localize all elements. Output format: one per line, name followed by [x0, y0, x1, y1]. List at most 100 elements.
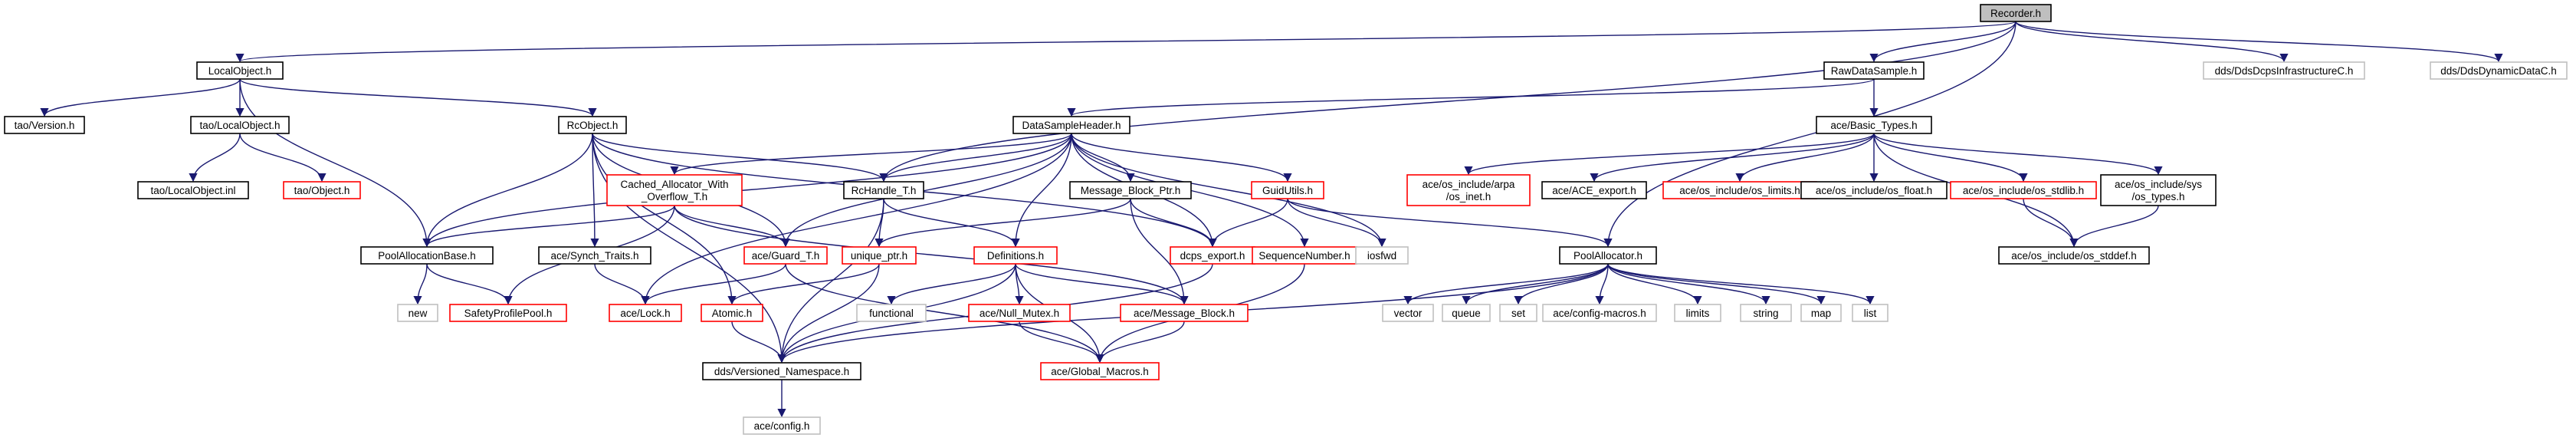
node-functional: functional [856, 304, 927, 322]
node-label-vector: vector [1394, 308, 1423, 319]
node-localobject[interactable]: LocalObject.h [196, 61, 284, 80]
node-globalmacros[interactable]: ace/Global_Macros.h [1040, 362, 1160, 380]
node-rawdatasample[interactable]: RawDataSample.h [1823, 61, 1925, 80]
node-rcobject[interactable]: RcObject.h [558, 116, 627, 134]
node-set: set [1499, 304, 1537, 322]
node-aceexport[interactable]: ace/ACE_export.h [1541, 181, 1647, 199]
node-box-atomic [701, 304, 763, 322]
edge-definitions-to-functional [887, 263, 1016, 305]
node-label-string: string [1753, 308, 1778, 319]
node-uniqueptr[interactable]: unique_ptr.h [842, 246, 917, 265]
node-label-localobject: LocalObject.h [208, 65, 272, 77]
node-poolallocbase[interactable]: PoolAllocationBase.h [360, 246, 494, 265]
node-list: list [1852, 304, 1889, 322]
node-box-datasampleheader [1012, 116, 1130, 134]
edge-synchtraits-to-acelock [594, 263, 650, 305]
edge-guidutils-to-dcpsexport [1208, 198, 1288, 248]
node-box-ddsdcpsinfra [2203, 61, 2365, 80]
node-cachedalloc[interactable]: Cached_Allocator_With_Overflow_T.h [606, 174, 743, 206]
edge-definitions-to-msgblock [1015, 263, 1189, 305]
node-iosfwd: iosfwd [1355, 246, 1409, 265]
node-taoobject[interactable]: tao/Object.h [283, 181, 361, 199]
node-atomic[interactable]: Atomic.h [701, 304, 763, 322]
edge-nullmutex-to-globalmacros [1019, 321, 1104, 364]
edge-recorder-to-rchandle [879, 21, 2016, 183]
node-guardt[interactable]: ace/Guard_T.h [743, 246, 828, 265]
node-box-aceconfig [743, 416, 821, 435]
node-label-msgblock: ace/Message_Block.h [1134, 308, 1235, 319]
edge-taolocalobject-to-taoobject [239, 133, 327, 183]
edge-guardt-to-globalmacros [785, 263, 1104, 364]
node-box-aceexport [1541, 181, 1647, 199]
node-taoversion[interactable]: tao/Version.h [4, 116, 85, 134]
node-label-set: set [1511, 308, 1525, 319]
edge-recorder-to-ddsdcpsinfra [2015, 21, 2289, 63]
edge-rcobject-to-atomic [592, 133, 737, 305]
node-label-taolocalobjectinl: tao/LocalObject.inl [150, 185, 235, 196]
node-oslimits[interactable]: ace/os_include/os_limits.h [1662, 181, 1817, 199]
node-label-datasampleheader: DataSampleHeader.h [1022, 120, 1121, 131]
node-box-poolallocator [1559, 246, 1657, 265]
node-poolallocator[interactable]: PoolAllocator.h [1559, 246, 1657, 265]
edge-localobject-to-rcobject [239, 78, 597, 117]
node-label-msgblockptr: Message_Block_Ptr.h [1081, 185, 1181, 196]
edge-localobject-to-poolallocbase [239, 78, 432, 248]
node-msgblock[interactable]: ace/Message_Block.h [1120, 304, 1249, 322]
edge-acebasictypes-to-osstdlib [1873, 133, 2028, 183]
node-ddsdynamic: dds/DdsDynamicDataC.h [2430, 61, 2568, 80]
edge-datasampleheader-to-iosfwd [1071, 133, 1386, 248]
node-label-poolallocbase: PoolAllocationBase.h [378, 250, 476, 262]
node-queue: queue [1442, 304, 1491, 322]
node-box-taoversion [4, 116, 85, 134]
edge-rchandle-to-definitions [883, 198, 1020, 248]
node-box-queue [1442, 304, 1491, 322]
node-taolocalobject[interactable]: tao/LocalObject.h [190, 116, 290, 134]
node-label-poolallocator: PoolAllocator.h [1573, 250, 1642, 262]
node-label-recorder: Recorder.h [1990, 8, 2041, 19]
node-guidutils[interactable]: GuidUtils.h [1251, 181, 1324, 199]
edge-rcobject-to-rchandle [592, 133, 888, 183]
edge-msgblockptr-to-dcpsexport [1130, 198, 1217, 248]
edge-cachedalloc-to-msgblock [674, 205, 1189, 305]
node-label-cachedalloc-line2: _Overflow_T.h [641, 191, 707, 202]
node-label-ddsdynamic: dds/DdsDynamicDataC.h [2440, 65, 2557, 77]
node-recorder[interactable]: Recorder.h [1980, 4, 2052, 22]
node-osstddef[interactable]: ace/os_include/os_stddef.h [1998, 246, 2150, 265]
node-label-map: map [1811, 308, 1831, 319]
node-box-osinet [1406, 174, 1531, 206]
node-label-osstdlib: ace/os_include/os_stdlib.h [1963, 185, 2084, 196]
node-box-guardt [743, 246, 828, 265]
node-definitions[interactable]: Definitions.h [973, 246, 1058, 265]
node-acebasictypes[interactable]: ace/Basic_Types.h [1816, 116, 1932, 134]
edge-datasampleheader-to-rchandle [879, 133, 1072, 183]
node-box-osstddef [1998, 246, 2150, 265]
edge-datasampleheader-to-acelock [641, 133, 1072, 305]
node-label-rcobject: RcObject.h [567, 120, 619, 131]
node-rchandle[interactable]: RcHandle_T.h [843, 181, 924, 199]
node-label-atomic: Atomic.h [712, 308, 753, 319]
node-osstdlib[interactable]: ace/os_include/os_stdlib.h [1950, 181, 2097, 199]
edge-rcobject-to-poolallocbase [422, 133, 593, 248]
node-osfloat[interactable]: ace/os_include/os_float.h [1800, 181, 1948, 199]
node-label-rchandle: RcHandle_T.h [852, 185, 917, 196]
node-box-msgblockptr [1069, 181, 1192, 199]
node-dcpsexport[interactable]: dcps_export.h [1170, 246, 1255, 265]
node-label-new: new [409, 308, 428, 319]
node-safetyprofilepool[interactable]: SafetyProfilePool.h [449, 304, 567, 322]
node-vector: vector [1382, 304, 1434, 322]
node-taolocalobjectinl[interactable]: tao/LocalObject.inl [137, 181, 249, 199]
node-aceconfig: ace/config.h [743, 416, 821, 435]
node-datasampleheader[interactable]: DataSampleHeader.h [1012, 116, 1130, 134]
node-synchtraits[interactable]: ace/Synch_Traits.h [538, 246, 651, 265]
node-acelock[interactable]: ace/Lock.h [609, 304, 682, 322]
node-nullmutex[interactable]: ace/Null_Mutex.h [968, 304, 1071, 322]
node-versionedns[interactable]: dds/Versioned_Namespace.h [702, 362, 861, 380]
node-msgblockptr[interactable]: Message_Block_Ptr.h [1069, 181, 1192, 199]
edge-uniqueptr-to-versionedns [777, 263, 880, 364]
edge-datasampleheader-to-guardt [781, 133, 1072, 248]
node-ostypes[interactable]: ace/os_include/sys/os_types.h [2100, 174, 2217, 206]
node-seqnumber[interactable]: SequenceNumber.h [1252, 246, 1357, 265]
node-osinet[interactable]: ace/os_include/arpa/os_inet.h [1406, 174, 1531, 206]
node-box-taolocalobject [190, 116, 290, 134]
